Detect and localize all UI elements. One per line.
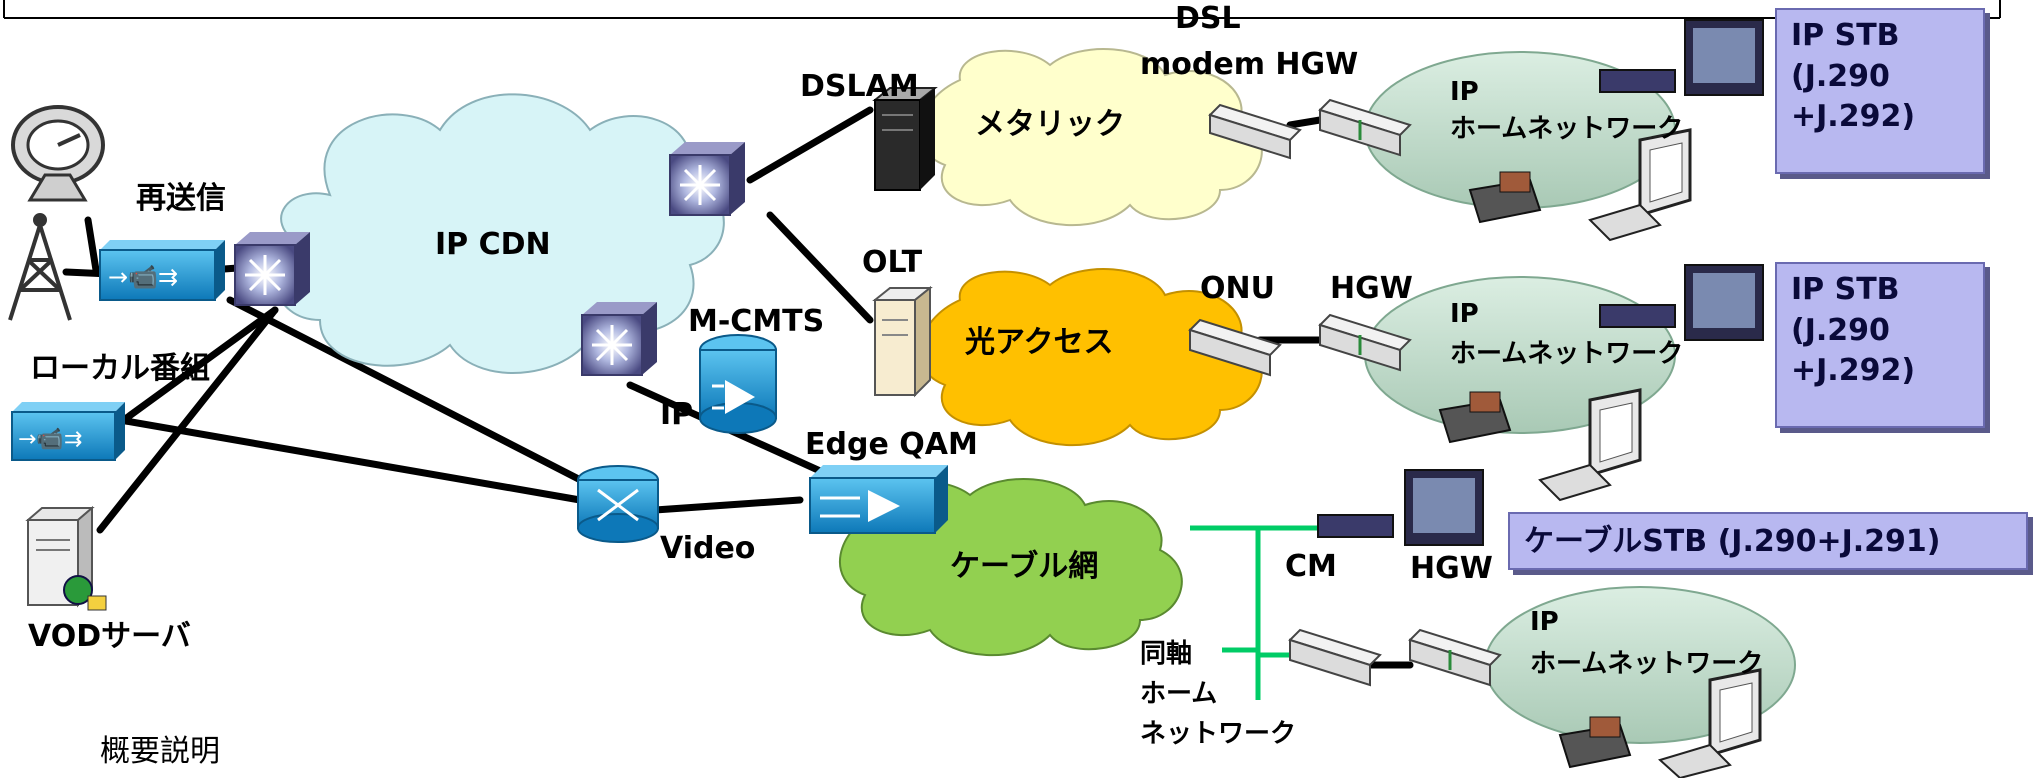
dslam-icon (872, 87, 938, 191)
label-home3-net: ホームネットワーク (1530, 649, 1764, 679)
label-home2-net: ホームネットワーク (1450, 339, 1684, 369)
label-olt: OLT (862, 245, 923, 280)
l3-switch-icon-2 (669, 142, 745, 216)
pc-icon-2 (1538, 388, 1642, 502)
satellite-dish-icon (11, 105, 105, 202)
svg-text:→📹⇉: →📹⇉ (108, 263, 178, 291)
ip-stb-box-2-line-2: (J.290 (1791, 312, 1890, 348)
svg-text:→📹⇉: →📹⇉ (18, 427, 82, 452)
label-cm: CM (1285, 549, 1337, 584)
label-video: Video (660, 531, 756, 566)
label-hgw-fiber: HGW (1330, 271, 1413, 306)
ip-stb-box-1-line-1: IP STB (1791, 18, 1900, 53)
ip-stb-box-2-line-3: +J.292) (1791, 353, 1916, 388)
label-hgw-cable: HGW (1410, 551, 1493, 586)
hgw-icon-3 (1408, 628, 1502, 687)
label-coax-2: ホーム (1140, 679, 1218, 709)
label-dsl: DSL (1175, 1, 1241, 36)
label-summary: 概要説明 (100, 734, 220, 769)
label-modem-hgw: modem HGW (1140, 47, 1359, 82)
edge-qam-icon (809, 465, 948, 534)
ip-stb-box-1: IP STB (J.290 +J.292) (1775, 8, 1985, 174)
label-m-cmts: M-CMTS (688, 304, 825, 339)
label-home3-ip: IP (1530, 607, 1559, 637)
top-frame (3, 0, 2001, 19)
stb-device-icon-1 (1599, 19, 1764, 96)
ip-stb-box-1-line-2: (J.290 (1791, 58, 1890, 94)
ip-stb-box-2: IP STB (J.290 +J.292) (1775, 262, 1985, 428)
label-edge-qam: Edge QAM (805, 427, 978, 462)
videophone-icon-2 (1438, 391, 1512, 444)
label-home2-ip: IP (1450, 299, 1479, 329)
videophone-icon-3 (1558, 716, 1632, 769)
video-router-icon (577, 465, 659, 543)
pc-icon-3 (1658, 668, 1762, 778)
label-coax-3: ネットワーク (1140, 719, 1297, 749)
hgw-icon-2 (1318, 313, 1412, 372)
vod-server-icon (25, 505, 107, 611)
hgw-icon-1 (1318, 98, 1412, 157)
l3-switch-icon-3 (581, 302, 657, 376)
l3-switch-icon-1 (234, 232, 310, 306)
metallic-cloud (918, 48, 1263, 227)
label-coax-1: 同軸 (1140, 639, 1193, 669)
m-cmts-icon (699, 334, 777, 434)
ip-stb-box-1-line-3: +J.292) (1791, 99, 1916, 134)
olt-icon (872, 285, 933, 398)
label-metallic: メタリック (975, 107, 1125, 142)
ip-stb-box-2-line-1: IP STB (1791, 272, 1900, 307)
dsl-modem-icon (1208, 103, 1302, 160)
video-encoder-icon-1: →📹⇉ (99, 240, 225, 301)
label-home1-ip: IP (1450, 77, 1479, 107)
videophone-icon-1 (1468, 171, 1542, 224)
pc-icon-1 (1588, 128, 1692, 242)
onu-icon (1188, 318, 1282, 377)
antenna-tower-icon (8, 213, 72, 321)
label-onu: ONU (1200, 271, 1275, 306)
label-ip: IP (660, 397, 694, 432)
stb-device-icon-3 (1317, 469, 1484, 546)
label-dslam: DSLAM (800, 69, 919, 104)
cable-modem-icon (1288, 628, 1382, 687)
coax-line (1190, 525, 1330, 700)
label-cable-network: ケーブル網 (950, 549, 1099, 584)
label-fiber: 光アクセス (965, 325, 1114, 360)
cable-stb-box: ケーブルSTB (J.290+J.291) (1508, 512, 2028, 570)
stb-device-icon-2 (1599, 264, 1764, 341)
label-retransmit: 再送信 (136, 181, 226, 216)
label-home1-net: ホームネットワーク (1450, 114, 1684, 144)
label-local-program: ローカル番組 (30, 351, 210, 386)
fiber-cloud (918, 268, 1263, 447)
label-vod-server: VODサーバ (28, 619, 191, 654)
label-ip-cdn: IP CDN (435, 227, 551, 262)
video-encoder-icon-2: →📹⇉ (11, 402, 125, 461)
